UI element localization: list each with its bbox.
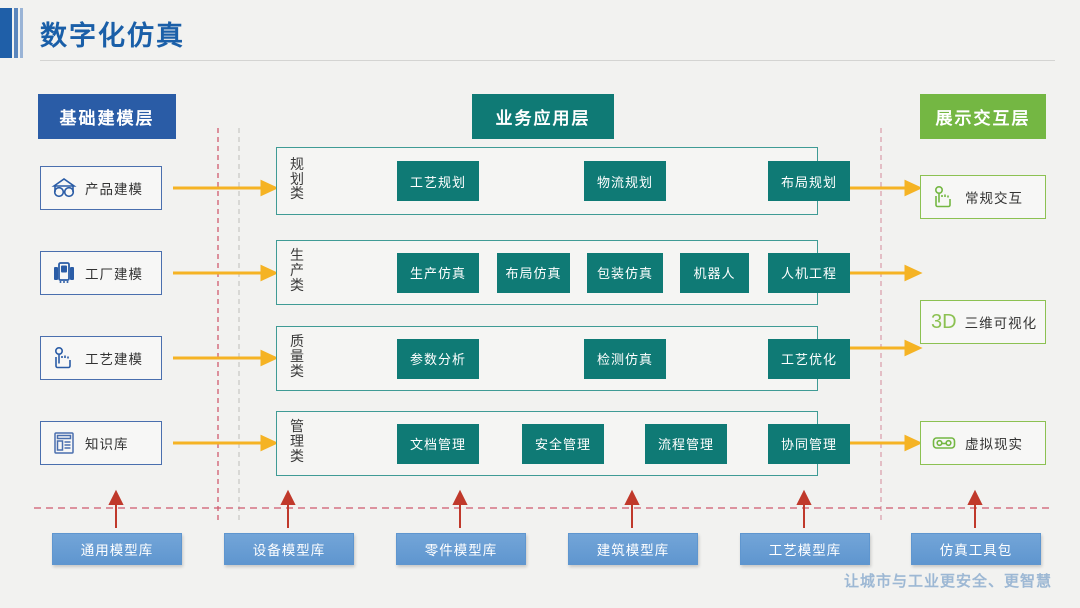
base-item-product-modeling[interactable]: 产品建模 [40,166,162,210]
app-chip[interactable]: 机器人 [680,252,749,293]
base-item-knowledge-base[interactable]: 知识库 [40,421,162,465]
app-chip[interactable]: 安全管理 [522,423,604,464]
app-row-chips: 生产仿真 布局仿真 包装仿真 机器人 人机工程 [317,241,850,304]
app-chip[interactable]: 布局规划 [768,161,850,201]
bottom-box-simulation-toolkit[interactable]: 仿真工具包 [911,533,1041,565]
hand-touch-icon [51,345,77,371]
app-row-category: 规划类 [290,157,304,203]
app-chip[interactable]: 物流规划 [584,161,666,201]
arrow-group-right [833,179,923,452]
bottom-box-building-model-library[interactable]: 建筑模型库 [568,533,698,565]
app-row-category: 质量类 [290,335,304,380]
page-title: 数字化仿真 [40,21,185,51]
app-row-chips: 文档管理 安全管理 流程管理 协同管理 [317,412,850,475]
arrow-group-left [173,179,279,452]
base-item-factory-modeling[interactable]: 工厂建模 [40,251,162,295]
app-row-quality: 质量类 参数分析 检测仿真 工艺优化 [276,326,850,391]
document-list-icon [51,430,77,456]
show-item-label: 三维可视化 [964,316,1038,331]
show-item-label: 常规交互 [965,191,1023,206]
base-item-label: 知识库 [85,437,129,452]
app-chip[interactable]: 协同管理 [768,423,850,464]
base-item-process-modeling[interactable]: 工艺建模 [40,336,162,380]
base-item-label: 产品建模 [85,182,143,197]
app-row-planning: 规划类 工艺规划 物流规划 布局规划 [276,147,850,215]
column-header-base: 基础建模层 [38,94,176,139]
app-row-management: 管理类 文档管理 安全管理 流程管理 协同管理 [276,411,850,476]
app-chip[interactable]: 参数分析 [397,338,479,379]
app-chip[interactable]: 工艺优化 [768,338,850,379]
app-chip[interactable]: 工艺规划 [397,161,479,201]
app-row-chips: 工艺规划 物流规划 布局规划 [317,148,850,214]
app-row-category: 管理类 [290,420,304,465]
title-divider [40,60,1055,61]
hand-touch-icon [931,184,957,210]
app-chip[interactable]: 文档管理 [397,423,479,464]
show-item-regular-interaction[interactable]: 常规交互 [920,175,1046,219]
app-chip[interactable]: 流程管理 [645,423,727,464]
show-item-3d-visualization[interactable]: 3D 三维可视化 [920,300,1046,344]
title-accent-bar [0,8,26,58]
three-d-badge: 3D [931,310,957,333]
base-item-label: 工艺建模 [85,352,143,367]
show-item-label: 虚拟现实 [965,437,1023,452]
app-chip[interactable]: 包装仿真 [587,252,663,293]
arrow-group-bottom [108,489,983,528]
app-row-production: 生产类 生产仿真 布局仿真 包装仿真 机器人 人机工程 [276,240,850,305]
column-header-show: 展示交互层 [920,94,1046,139]
bottom-box-general-model-library[interactable]: 通用模型库 [52,533,182,565]
bottom-box-equipment-model-library[interactable]: 设备模型库 [224,533,354,565]
base-item-label: 工厂建模 [85,267,143,282]
show-item-virtual-reality[interactable]: 虚拟现实 [920,421,1046,465]
app-chip[interactable]: 布局仿真 [497,252,570,293]
bottom-box-process-model-library[interactable]: 工艺模型库 [740,533,870,565]
cube-model-icon [51,175,77,201]
app-chip[interactable]: 人机工程 [768,252,850,293]
bottom-box-part-model-library[interactable]: 零件模型库 [396,533,526,565]
column-header-app: 业务应用层 [472,94,614,139]
app-chip[interactable]: 检测仿真 [584,338,666,379]
factory-icon [51,260,77,286]
app-row-chips: 参数分析 检测仿真 工艺优化 [317,327,850,390]
app-chip[interactable]: 生产仿真 [397,252,479,293]
app-row-category: 生产类 [290,249,304,294]
vr-goggles-icon [931,430,957,456]
footer-slogan: 让城市与工业更安全、更智慧 [843,574,1052,590]
